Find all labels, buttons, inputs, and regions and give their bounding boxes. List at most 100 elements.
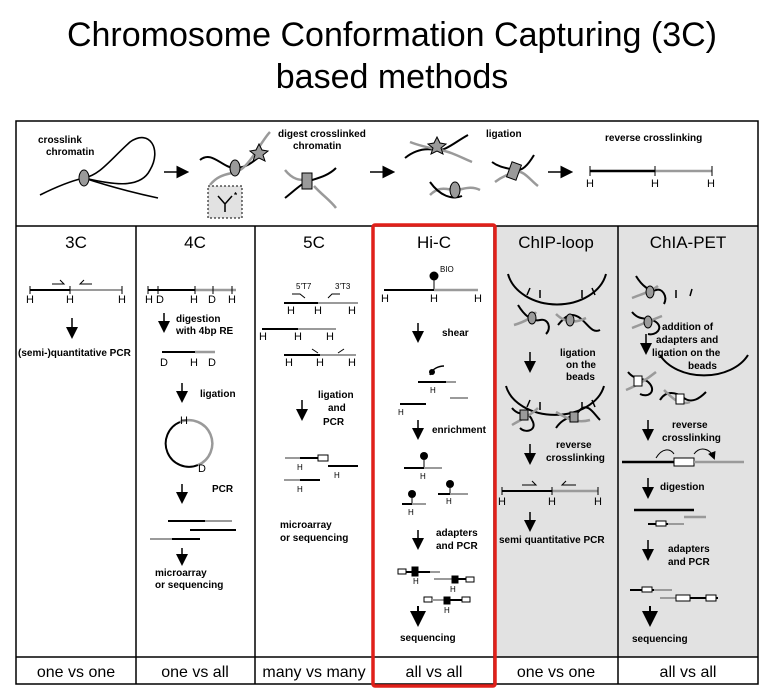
svg-text:ligation: ligation: [560, 348, 596, 359]
svg-text:H: H: [586, 178, 594, 190]
svg-text:D: D: [160, 357, 168, 369]
3c-step-label: (semi-)quantitative PCR: [18, 348, 132, 359]
title-line-1: Chromosome Conformation Capturing (3C): [66, 16, 718, 54]
svg-text:addition of: addition of: [662, 322, 714, 333]
svg-text:H: H: [180, 415, 188, 427]
svg-text:D: D: [208, 294, 216, 306]
svg-text:H: H: [334, 471, 340, 480]
digest-label-2: chromatin: [293, 141, 341, 152]
svg-text:ligation: ligation: [318, 390, 354, 401]
svg-text:H: H: [190, 294, 198, 306]
svg-text:H: H: [446, 497, 452, 506]
svg-text:H: H: [259, 331, 267, 343]
svg-text:or sequencing: or sequencing: [280, 533, 348, 544]
col-chia-pet-footer: all vs all: [660, 664, 717, 681]
svg-text:H: H: [287, 305, 295, 317]
svg-text:microarray: microarray: [280, 520, 332, 531]
svg-text:crosslinking: crosslinking: [546, 453, 605, 464]
col-5c-body: 5'T7 3'T3 H H H H H H H H H ligation and PCR H…: [259, 282, 358, 544]
svg-text:H: H: [316, 357, 324, 369]
crosslink-protein: [78, 169, 90, 187]
col-4c-footer: one vs all: [161, 664, 229, 681]
svg-text:H: H: [118, 294, 126, 306]
svg-text:digestion: digestion: [176, 314, 220, 325]
reverse-label: reverse crosslinking: [605, 133, 702, 144]
col-chia-pet-body: addition of adapters and ligation on the…: [622, 275, 749, 645]
col-4c-header: 4C: [184, 233, 206, 252]
svg-text:H: H: [348, 357, 356, 369]
chip-pcr-label: semi quantitative PCR: [499, 535, 605, 546]
svg-text:BIO: BIO: [440, 265, 454, 274]
svg-text:H: H: [707, 178, 715, 190]
svg-text:D: D: [156, 294, 164, 306]
page-title: Chromosome Conformation Capturing (3C) b…: [0, 14, 784, 98]
svg-text:H: H: [420, 472, 426, 481]
svg-text:H: H: [314, 305, 322, 317]
svg-text:PCR: PCR: [323, 417, 345, 428]
svg-text:H: H: [444, 606, 450, 615]
hic-seq-label: sequencing: [400, 633, 456, 644]
svg-text:adapters and: adapters and: [656, 335, 718, 346]
svg-text:H: H: [430, 293, 438, 305]
ligation-label: ligation: [486, 129, 522, 140]
col-3c-header: 3C: [65, 233, 87, 252]
svg-text:H: H: [326, 331, 334, 343]
svg-text:H: H: [498, 496, 506, 508]
col-3c-body: H H H (semi-)quantitative PCR: [18, 279, 132, 359]
svg-text:on the: on the: [566, 360, 596, 371]
chip-loop-shade: [494, 226, 618, 657]
crosslink-label-1: crosslink: [38, 135, 82, 146]
top-crosslink-step: crosslink chromatin: [38, 135, 190, 199]
svg-text:H: H: [594, 496, 602, 508]
col-3c-footer: one vs one: [37, 664, 115, 681]
svg-text:D: D: [208, 357, 216, 369]
svg-text:reverse: reverse: [672, 420, 708, 431]
top-ligation-step: ligation: [404, 129, 574, 199]
svg-text:H: H: [297, 485, 303, 494]
col-chip-loop-header: ChIP-loop: [518, 233, 594, 252]
svg-text:3'T3: 3'T3: [335, 282, 351, 291]
col-chip-loop-body: ligation on the beads reverse crosslinki…: [498, 273, 607, 546]
svg-text:and: and: [328, 403, 346, 414]
svg-text:H: H: [190, 357, 198, 369]
svg-text:or sequencing: or sequencing: [155, 580, 223, 591]
svg-text:H: H: [285, 357, 293, 369]
top-reverse-crosslinking-step: reverse crosslinking H H H: [586, 133, 715, 190]
svg-text:H: H: [26, 294, 34, 306]
svg-text:H: H: [651, 178, 659, 190]
col-5c-footer: many vs many: [262, 664, 365, 681]
svg-text:PCR: PCR: [212, 484, 234, 495]
col-chip-loop-footer: one vs one: [517, 664, 595, 681]
svg-text:H: H: [413, 577, 419, 586]
svg-text:beads: beads: [566, 372, 595, 383]
chia-pet-shade: [618, 226, 758, 657]
col-hic-header: Hi-C: [417, 233, 451, 252]
hic-enrich-label: enrichment: [432, 425, 487, 436]
svg-text:with 4bp RE: with 4bp RE: [175, 326, 234, 337]
svg-text:H: H: [381, 293, 389, 305]
col-hic-footer: all vs all: [406, 664, 463, 681]
cut-site-star-icon: [248, 142, 270, 162]
top-digest-step: digest crosslinked chromatin *: [199, 129, 396, 219]
svg-text:digestion: digestion: [660, 482, 704, 493]
svg-text:D: D: [198, 463, 206, 475]
svg-text:H: H: [474, 293, 482, 305]
antibody-box: [207, 185, 243, 219]
svg-text:H: H: [294, 331, 302, 343]
svg-text:ligation: ligation: [200, 389, 236, 400]
svg-text:H: H: [66, 294, 74, 306]
chromatin-loop: [39, 136, 156, 196]
title-line-2: based methods: [275, 58, 509, 96]
svg-text:and PCR: and PCR: [436, 541, 478, 552]
svg-text:and PCR: and PCR: [668, 557, 710, 568]
svg-text:5'T7: 5'T7: [296, 282, 312, 291]
svg-text:crosslinking: crosslinking: [662, 433, 721, 444]
digest-label-1: digest crosslinked: [278, 129, 366, 140]
svg-text:H: H: [548, 496, 556, 508]
col-5c-header: 5C: [303, 233, 325, 252]
hic-highlight-box: [371, 223, 497, 688]
svg-text:H: H: [408, 508, 414, 517]
svg-text:H: H: [398, 408, 404, 417]
